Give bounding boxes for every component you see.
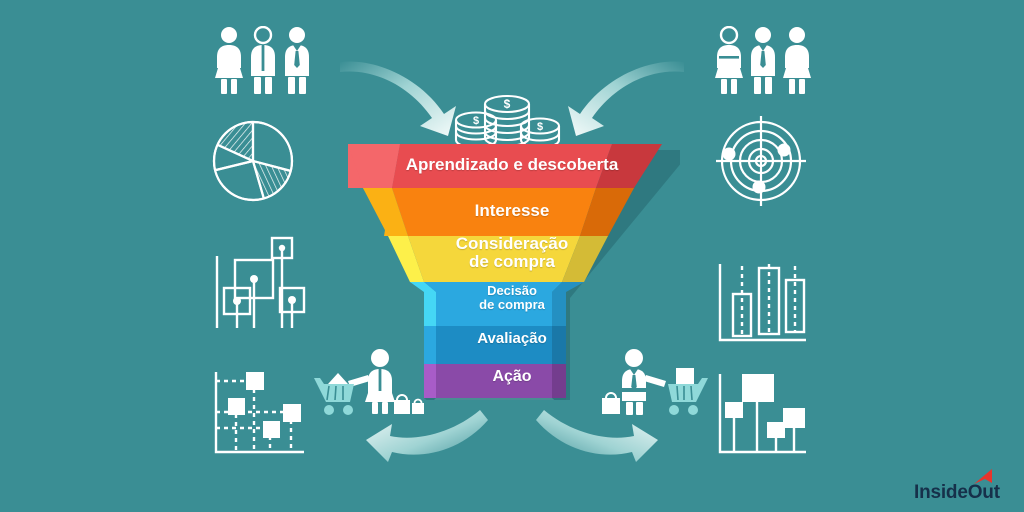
candlestick-chart-icon [718, 264, 806, 342]
svg-text:$: $ [537, 121, 543, 133]
money-coins-icon: $ $ $ [454, 94, 561, 148]
arrow-out-left-icon [366, 410, 488, 462]
svg-text:$: $ [504, 97, 511, 111]
radar-target-icon [716, 116, 806, 206]
lollipop-chart-icon [718, 374, 806, 454]
insideout-logo[interactable]: InsideOut [914, 469, 1010, 504]
shopper-woman-cart-icon [314, 349, 424, 415]
bubble-square-chart-icon [215, 236, 306, 328]
logo-text: InsideOut [914, 482, 1000, 503]
people-group-icon [715, 26, 811, 94]
shopper-man-cart-icon [602, 349, 708, 415]
svg-text:$: $ [473, 115, 479, 127]
arrow-out-right-icon [536, 410, 658, 462]
logo-arrow-icon [974, 469, 992, 484]
scatter-plot-icon [214, 372, 304, 454]
pie-chart-icon [212, 120, 294, 202]
arrow-in-right-icon [568, 61, 684, 136]
arrow-in-left-icon [340, 61, 456, 136]
people-group-icon [215, 26, 309, 94]
